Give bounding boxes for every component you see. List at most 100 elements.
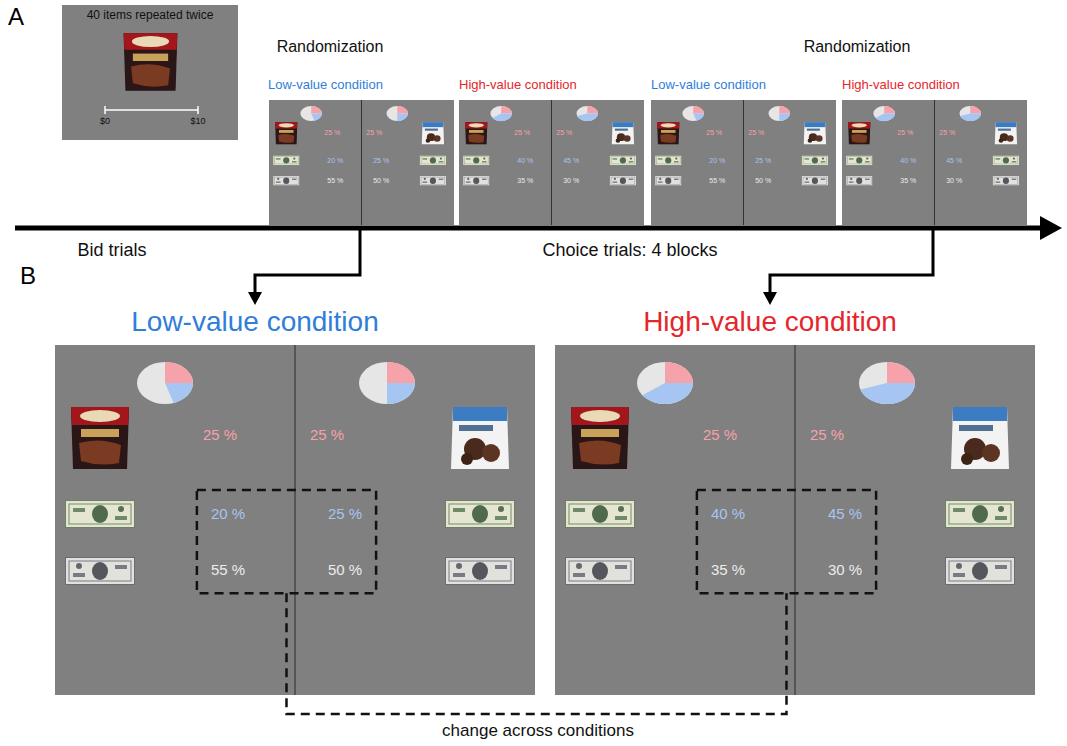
screen-picture [387,106,447,185]
text-slot: Randomization [804,38,911,56]
screen-picture [655,106,704,185]
text-slot: 35 % [900,177,916,185]
pie-slice [642,383,693,404]
screen-ground [935,100,1027,225]
pointer-line [770,230,933,294]
screen-picture [769,106,829,185]
pie-slice [492,114,511,121]
screen-picture [960,106,1020,185]
probability-value: 25 % [366,129,382,137]
text-slot: 20 % [211,505,245,522]
slider-label: $0 [100,116,110,126]
probability-value: 25 % [755,157,771,165]
pointer-arrowhead [763,292,777,305]
bill-image [610,156,636,166]
pie-slice [779,106,790,114]
choice-screen: 25 %40 %35 % [842,100,934,225]
bill-image [273,156,299,166]
text-slot: 25 % [706,129,722,137]
choice-screen: 25 % 40 % 35 % [459,100,551,225]
probability-value: 35 % [517,177,533,185]
text-slot: 45 % [946,157,962,165]
product-image [848,122,870,144]
screen-ground [842,100,934,225]
text-slot: 25 % [366,129,382,137]
probability-value: 50 % [328,561,362,578]
condition-label: Low-value condition [651,78,766,93]
screen-picture [463,106,512,185]
text-slot: 25 % [939,129,955,137]
text-slot: High-value condition [643,306,897,338]
condition-label: High-value condition [842,78,960,93]
timeline-arrowhead [1040,216,1062,240]
text-slot: 55 % [709,177,725,185]
probability-value: 20 % [327,157,343,165]
pie-chart [577,106,598,121]
condition-label: High-value condition [459,78,577,93]
screen-ground [55,345,535,695]
bracket-label: change across conditions [442,721,634,741]
probability-value: 25 % [514,129,530,137]
condition-panel: High-value condition25 %40 %35 %25 %45 %… [555,345,1035,695]
screen-divider [934,100,935,225]
screen-picture [359,362,515,585]
probability-value: 25 % [373,157,389,165]
probability-value: 25 % [748,129,764,137]
screen-picture [846,106,895,185]
pie-slice [165,362,193,383]
text-slot: 50 % [373,177,389,185]
pie-chart [637,362,693,404]
text-slot: 25 % [514,129,530,137]
text-slot: Choice trials: 4 blocks [542,240,717,261]
slider-tick [104,106,106,114]
pie-slice [887,362,915,383]
condition-heading: Low-value condition [131,306,379,338]
text-slot: A [8,3,24,31]
product-image [451,407,509,469]
pie-slice [860,383,915,404]
phase-label: Bid trials [77,240,146,261]
text-slot: 20 % [327,157,343,165]
text-slot: Low-value condition [268,78,383,93]
pie-chart [359,362,415,404]
product-image [465,122,487,144]
product-image [612,122,634,144]
text-slot: Bid trials [77,240,146,261]
pie-chart [387,106,408,121]
bill-image [993,176,1019,186]
bill-image [655,156,681,166]
step-label: Randomization [804,38,911,56]
choice-option: 25 %20 %55 % [55,345,295,695]
choice-screen: 25 % 25 % 50 % [362,100,454,225]
pointer-arrowhead [248,292,262,305]
screen-ground [459,100,551,225]
screen-picture [66,362,194,585]
screen-picture [859,362,1015,585]
pie-slice [970,106,981,114]
probability-value: 40 % [711,505,745,522]
screen-divider [743,100,744,225]
screen-ground [552,100,644,225]
screen-divider [294,345,295,695]
probability-value: 40 % [517,157,533,165]
pie-chart [682,106,703,121]
text-slot: 35 % [517,177,533,185]
text-slot: 25 % [373,157,389,165]
probability-value: 25 % [328,505,362,522]
screen-divider [551,100,552,225]
screen-picture [273,106,322,185]
probability-value: 35 % [711,561,745,578]
product-image [124,33,178,91]
probability-value: 30 % [563,177,579,185]
screen-caption: 40 items repeated twice [87,9,214,23]
pie-slice [875,114,894,121]
text-slot: 20 % [709,157,725,165]
pie-chart [490,106,511,121]
probability-value: 55 % [327,177,343,185]
pie-slice [311,106,322,114]
probability-value: 25 % [556,129,572,137]
condition-panel: Low-value condition25 %20 %55 %25 %25 %5… [55,345,535,695]
bill-image [446,501,515,528]
pie-slice [397,114,408,122]
text-slot: 25 % [755,157,771,165]
